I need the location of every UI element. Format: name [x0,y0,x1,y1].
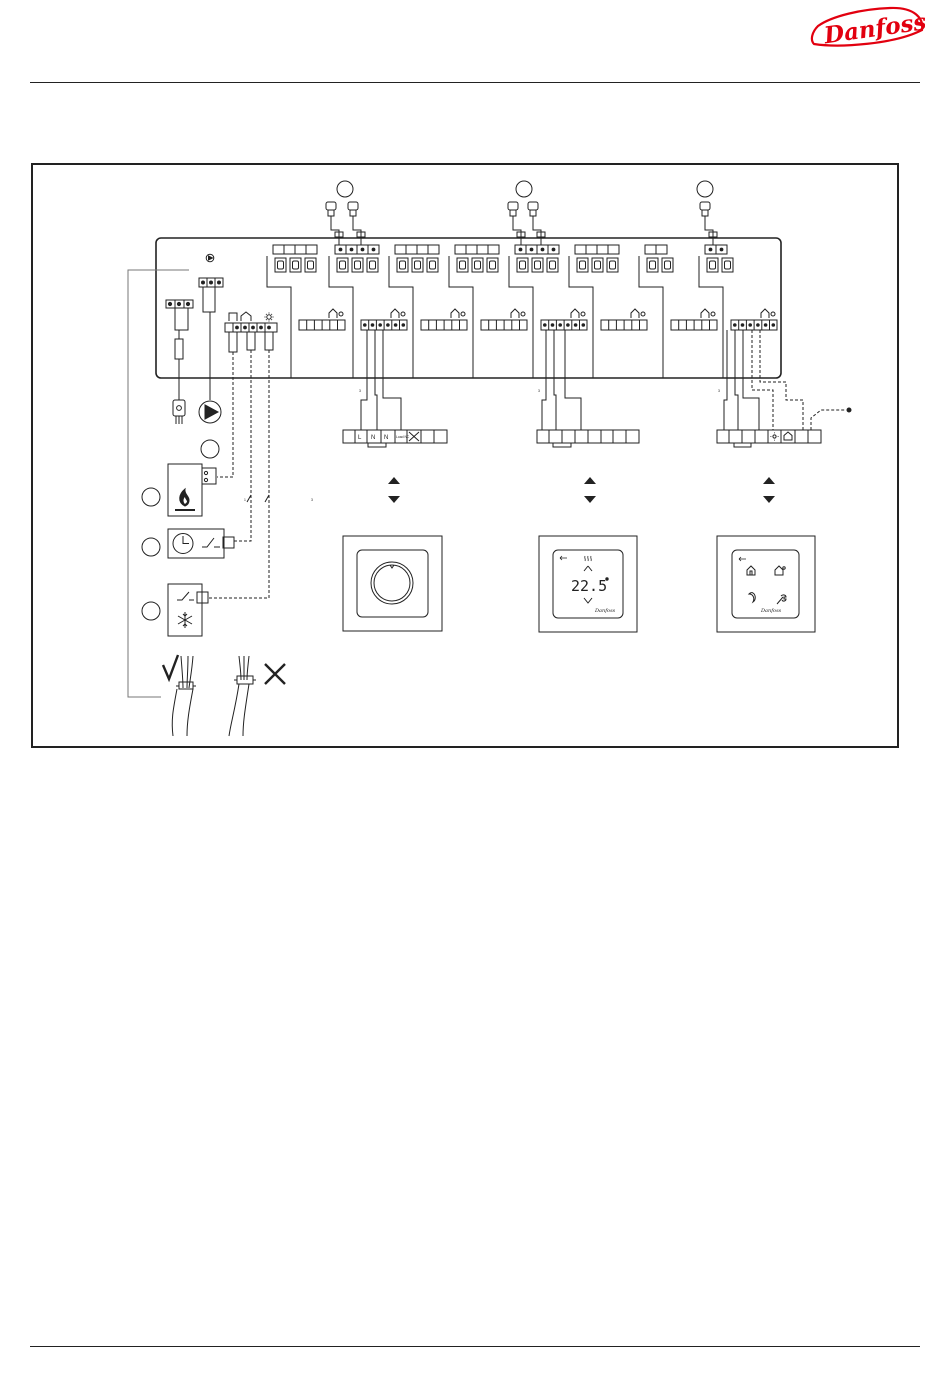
svg-text:3: 3 [359,389,361,393]
svg-text:3: 3 [538,389,540,393]
cable-incorrect [229,656,256,736]
heat-icon [585,556,592,561]
svg-text:1: 1 [244,498,246,502]
callout-circle [142,488,160,506]
zone-block [267,245,345,378]
wiring-diagram: 1 3 [31,163,899,748]
touch-thermostat-terminals [717,430,821,447]
cable-correct [172,656,196,736]
zone-block [449,245,527,378]
boiler-unit [168,464,216,516]
home-icon [747,566,755,575]
callout-circle [697,181,713,197]
callout-circle [142,602,160,620]
pump-icon [199,401,221,423]
zone-block [699,245,777,378]
wrench-icon [777,595,786,604]
snowflake-icon [178,612,192,628]
input-terminals [225,312,277,352]
thermostat-dashed-wires [752,330,846,430]
svg-text:Danfoss: Danfoss [822,8,925,48]
night-icon [749,593,755,602]
sensor-probe [847,408,851,412]
terminal-label-l: L [358,435,362,441]
dial-thermostat [343,536,442,631]
display-thermostat-terminals [537,430,639,447]
cooling-unit [168,584,208,636]
check-icon [163,655,178,679]
cross-icon [265,664,285,684]
power-terminal [166,300,193,400]
thermostat-wires [361,330,759,430]
wire-break-mark [247,495,251,502]
clock-icon [173,534,193,554]
input-dashed-wires [209,350,269,598]
degree-symbol [606,578,608,580]
temperature-readout: 22.5 [571,577,607,595]
zone-terminals [267,245,777,378]
touch-thermostat [717,536,815,632]
zone-block [509,245,587,378]
zone-block [639,245,717,378]
wire-break-mark [265,495,269,502]
back-arrow-icon [560,556,567,560]
cable-relief-bracket [128,270,189,697]
arrow-down-icon [388,496,775,503]
flame-icon [180,489,189,506]
header-rule [30,82,920,83]
display-brand-mark: Danfoss [594,608,616,614]
touch-brand-mark: Danfoss [760,608,782,614]
mains-plug [173,400,185,424]
timer-unit [168,529,234,558]
away-icon [775,566,785,575]
callout-circle [201,440,219,458]
callout-circle [337,181,353,197]
terminal-label-load-nc: Load NC [396,435,410,439]
terminal-label-n1: N [371,435,375,441]
terminal-label-n2: N [384,435,388,441]
zone-block [569,245,647,378]
footer-rule [30,1346,920,1347]
zone-block [389,245,467,378]
arrow-up-icon [388,477,775,484]
danfoss-logo: Danfoss [810,4,925,48]
zone-block [329,245,407,378]
svg-text:3: 3 [311,498,313,502]
svg-text:3: 3 [718,389,720,393]
sun-icon [265,313,274,322]
callout-circle [516,181,532,197]
callout-circle [142,538,160,556]
